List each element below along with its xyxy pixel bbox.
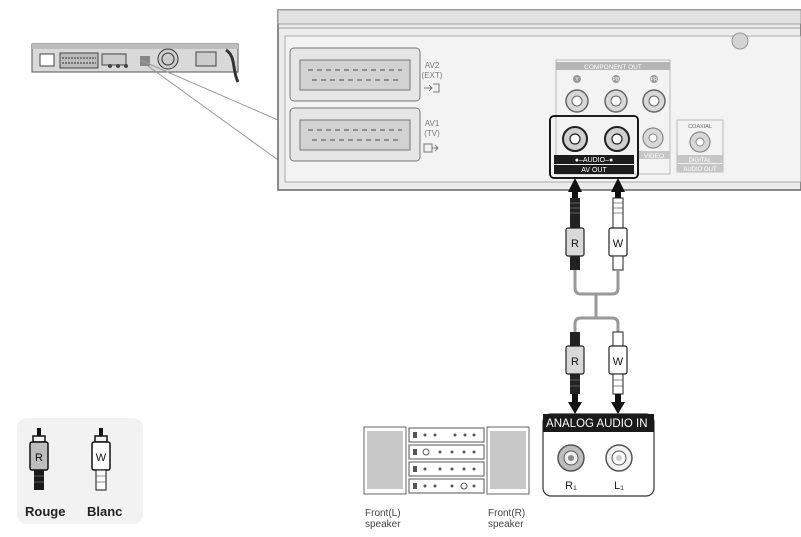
back-panel: AV2 (EXT) AV1 (TV) COMPONENT OUT Y PB PR (277, 9, 801, 191)
av2-sub: (EXT) (422, 71, 443, 80)
receiver-input-panel: ANALOG AUDIO IN R₁ L₁ (542, 413, 655, 497)
legend-white-plug-icon: W (91, 428, 111, 491)
component-jack-pr (642, 89, 666, 113)
receiver-jack-r (557, 444, 585, 472)
plug-white-upper-label: W (613, 238, 624, 250)
player-overview (31, 43, 279, 161)
coaxial-label: COAXIAL (688, 124, 712, 130)
arrow-down-r (568, 394, 582, 414)
arrow-down-l (611, 394, 625, 414)
video-jack: VIDEO (639, 127, 670, 160)
scart-in-icon (424, 83, 440, 93)
av1-sub: (TV) (424, 129, 440, 138)
component-out-group: COMPONENT OUT Y PB PR (555, 59, 671, 175)
legend-r-text: R (35, 452, 43, 464)
svg-text:PR: PR (651, 77, 658, 83)
audio-in-label: AUDIO IN (596, 418, 647, 430)
coaxial-jack: COAXIAL DIGITAL AUDIO OUT (676, 119, 724, 173)
scart-av1 (289, 107, 421, 162)
svg-text:PB: PB (613, 77, 620, 83)
scart-av2 (289, 47, 421, 102)
plug-white-upper: W (608, 197, 628, 271)
arrow-up-l (611, 178, 625, 200)
video-label: VIDEO (644, 153, 664, 160)
l1-label: L₁ (614, 480, 624, 492)
audio-out-jack-l (604, 126, 630, 152)
stereo-system (363, 426, 530, 495)
legend-red-plug-icon: R (29, 428, 49, 490)
audio-out-label: AUDIO OUT (683, 167, 717, 173)
speaker-right (486, 426, 530, 495)
svg-text:Y: Y (575, 77, 579, 83)
plug-white-lower-label: W (613, 356, 624, 368)
scart-out-icon (423, 143, 439, 153)
digital-label: DIGITAL (689, 158, 713, 164)
r1-label: R₁ (565, 480, 577, 492)
component-jack-y (565, 89, 589, 113)
speaker-left (363, 426, 407, 495)
legend-rouge: Rouge (25, 504, 66, 519)
plug-white-lower: W (608, 331, 628, 395)
front-right-speaker-label: Front(R) speaker (488, 508, 526, 530)
plug-red-upper-label: R (571, 238, 579, 250)
front-left-speaker-label: Front(L) speaker (365, 508, 401, 530)
legend-blanc: Blanc (87, 504, 123, 519)
receiver-jack-l (605, 444, 633, 472)
plug-red-lower-label: R (571, 356, 579, 368)
audio-out-jack-r (562, 126, 588, 152)
component-jack-pb (604, 89, 628, 113)
av-out-label: AV OUT (581, 167, 607, 174)
audio-label: ●–AUDIO–● (575, 157, 613, 164)
av-out-audio-group: ●–AUDIO–● AV OUT (549, 115, 639, 179)
audio-cable: R W R W (565, 178, 628, 414)
legend-w-text: W (96, 452, 107, 464)
plug-red-upper: R (565, 198, 585, 270)
av1-label: AV1 (425, 119, 440, 128)
component-out-label: COMPONENT OUT (584, 64, 642, 71)
av2-label: AV2 (425, 61, 440, 70)
plug-legend: R W Rouge Blanc (17, 418, 143, 524)
arrow-up-r (568, 178, 582, 200)
component-stack (408, 427, 485, 494)
analog-label: ANALOG (546, 418, 594, 430)
plug-red-lower: R (565, 332, 585, 394)
